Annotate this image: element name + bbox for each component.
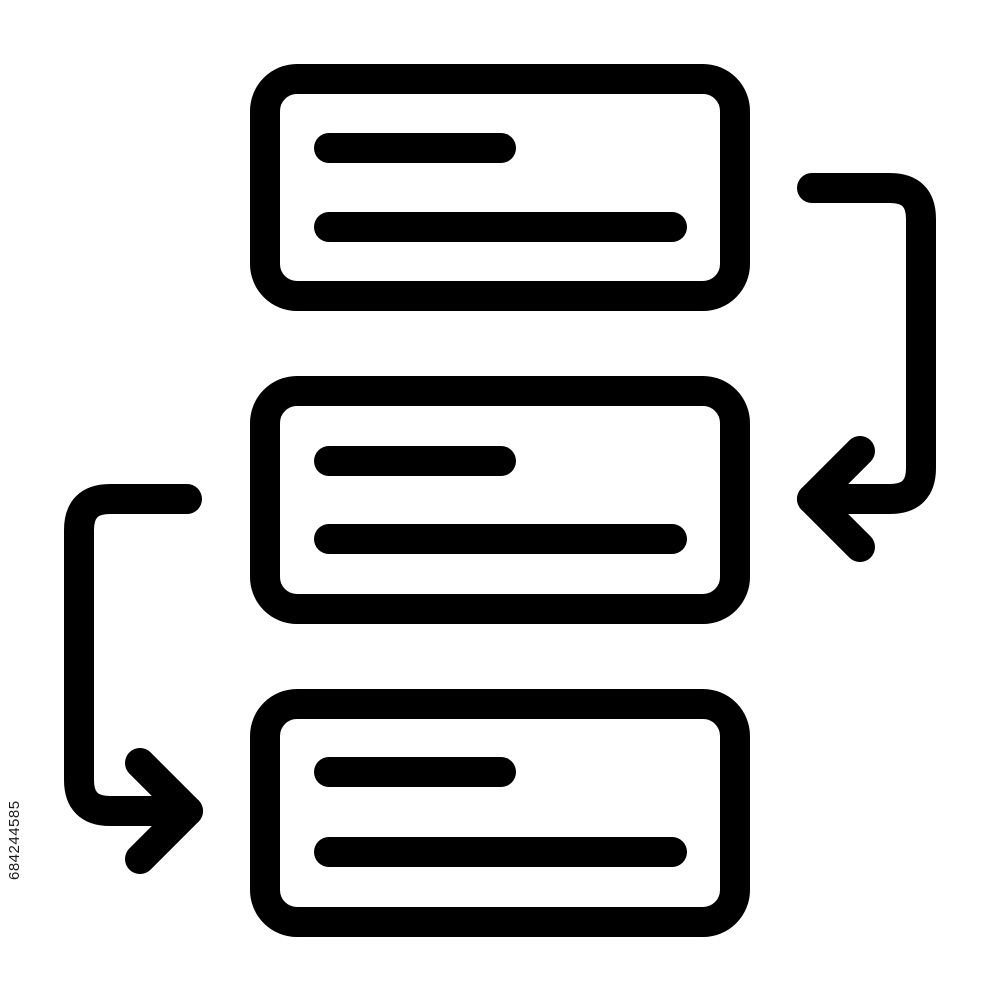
- left-arrowhead: [125, 748, 203, 874]
- card-3: [250, 689, 750, 937]
- card-1: [250, 64, 750, 311]
- left-connector-arrow-icon: [64, 484, 203, 874]
- card-3-frame: [250, 689, 750, 937]
- stock-id-label: 684244585: [6, 800, 23, 880]
- right-arrowhead: [797, 436, 875, 562]
- card-1-frame: [250, 64, 750, 311]
- card-2: [250, 376, 750, 624]
- right-connector-arrow-icon: [797, 173, 936, 562]
- card-2-frame: [250, 376, 750, 624]
- left-connector-path: [64, 484, 203, 826]
- right-connector-path: [797, 173, 936, 514]
